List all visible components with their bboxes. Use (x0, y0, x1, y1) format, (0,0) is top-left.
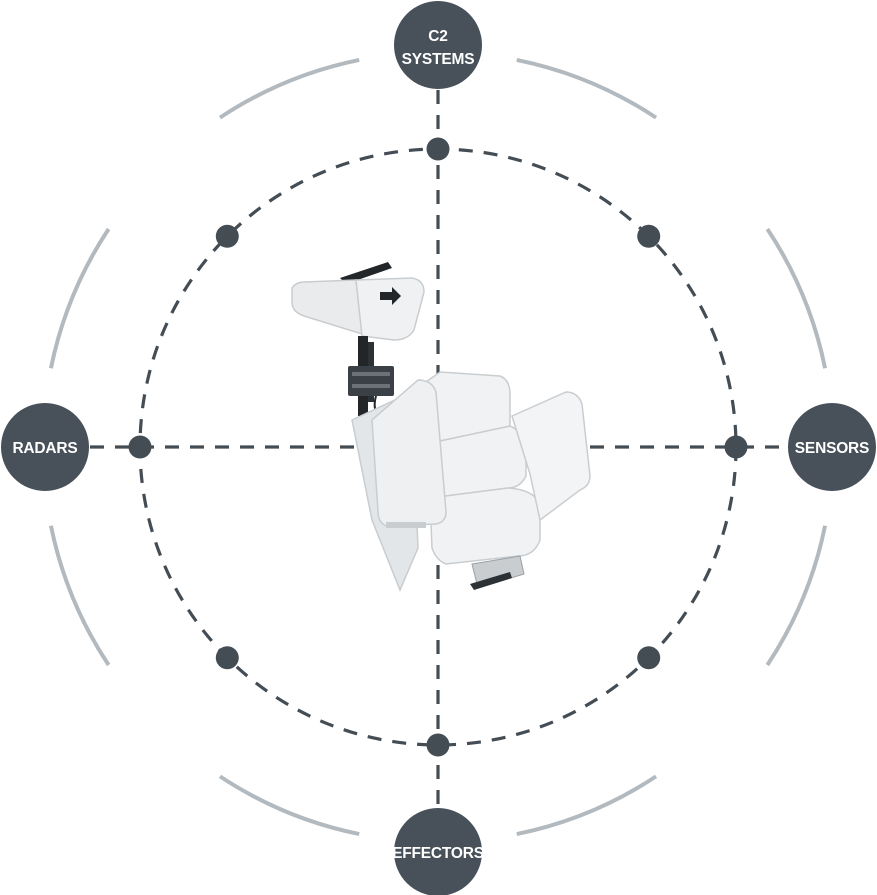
node-effectors-label: EFFECTORS (392, 845, 484, 862)
outer-ring-segment (516, 57, 658, 120)
ring-dot (637, 646, 661, 670)
node-sensors: SENSORS (788, 403, 876, 491)
outer-ring-segment (48, 227, 111, 369)
node-sensors-label: SENSORS (795, 440, 869, 457)
ring-dot (215, 224, 239, 248)
outer-ring-segment (218, 57, 360, 120)
ring-dot (724, 435, 748, 459)
ring-dot (426, 137, 450, 161)
node-c2-systems-line1: C2 (428, 28, 447, 45)
outer-ring (48, 57, 828, 837)
outer-ring-segment (765, 525, 828, 667)
node-effectors: EFFECTORS (392, 808, 484, 895)
ring-dot (128, 435, 152, 459)
outer-ring-segment (516, 774, 658, 837)
outer-ring-segment (218, 774, 360, 837)
node-c2-systems: C2 SYSTEMS (394, 1, 482, 89)
outer-ring-segment (48, 525, 111, 667)
ring-dot (215, 646, 239, 670)
node-c2-systems-line2: SYSTEMS (402, 51, 475, 68)
node-radars-label: RADARS (12, 440, 77, 457)
outer-ring-segment (765, 227, 828, 369)
radar-sensor-unit-icon (291, 262, 591, 592)
ring-dots (128, 137, 748, 757)
ring-dot (637, 224, 661, 248)
ring-dot (426, 733, 450, 757)
node-radars: RADARS (1, 403, 89, 491)
